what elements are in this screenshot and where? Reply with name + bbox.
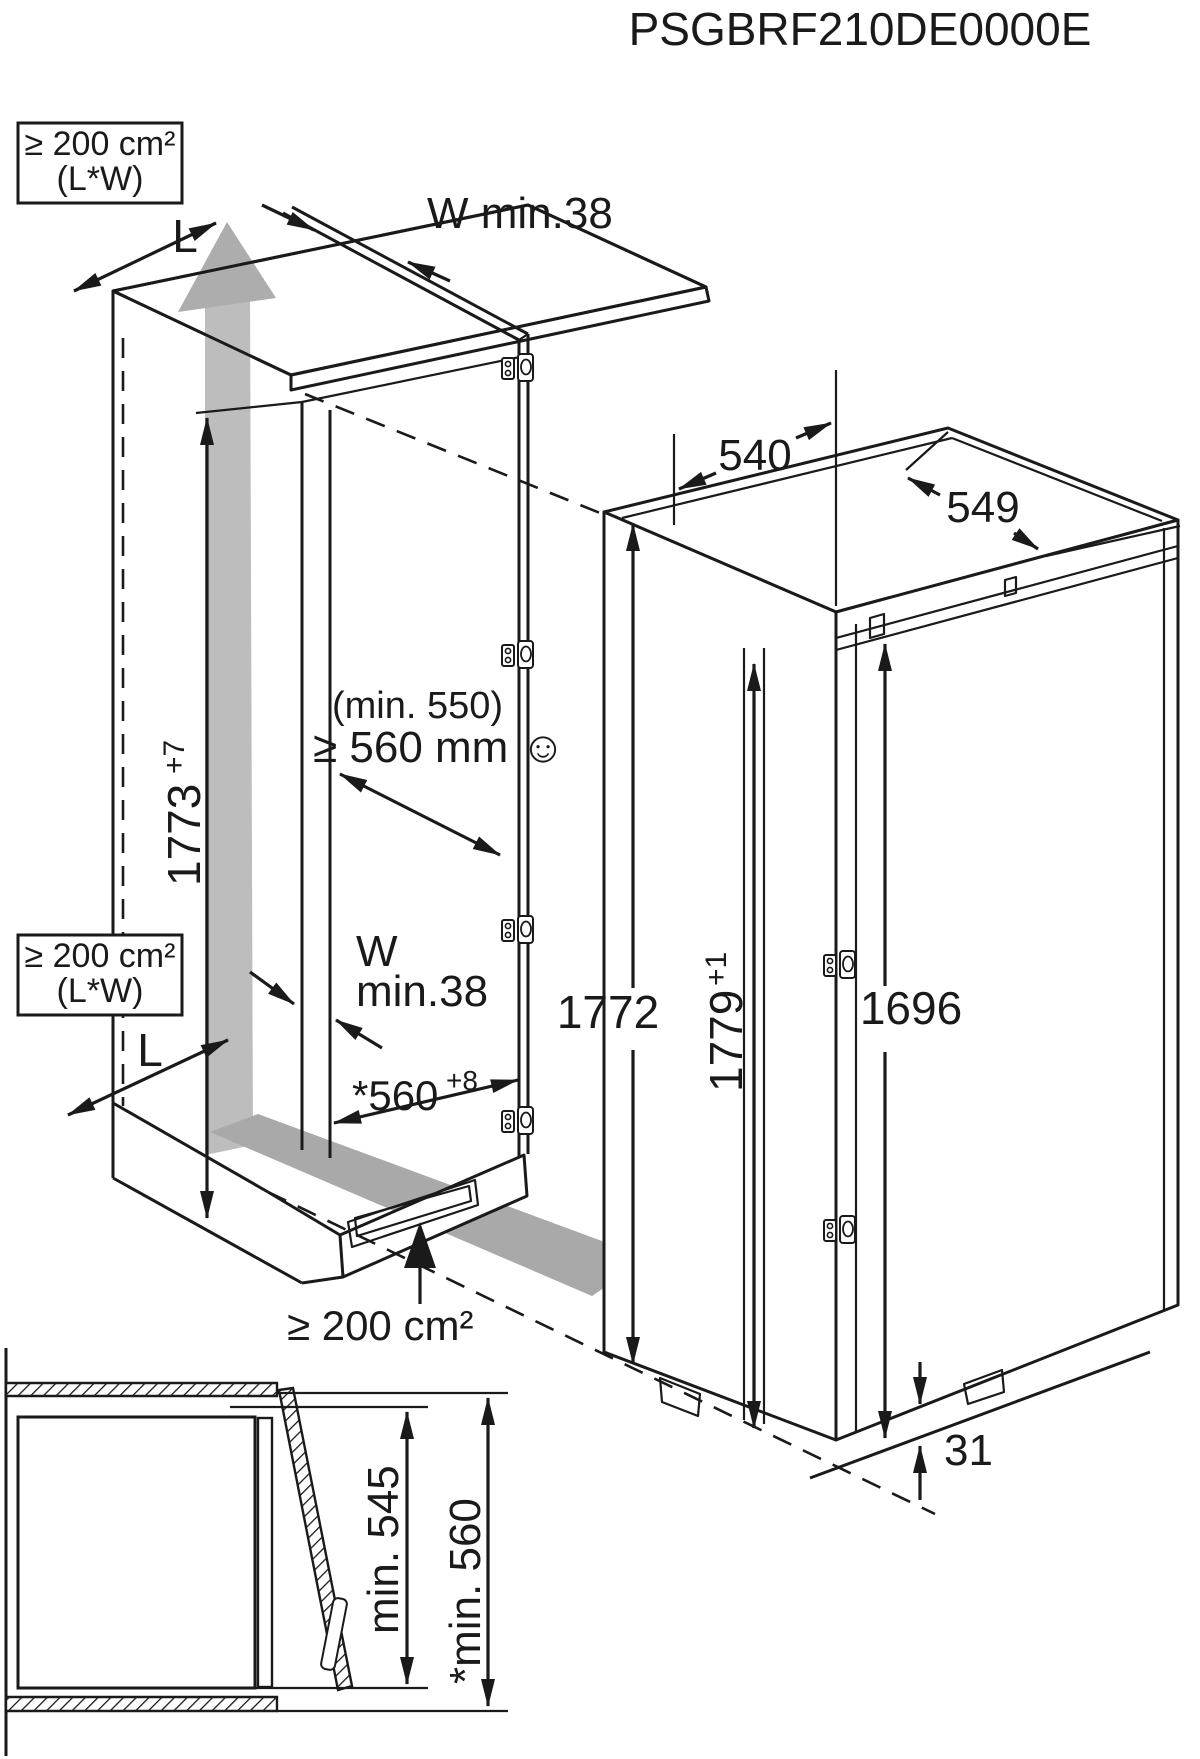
plan-outer-label: *min. 560 xyxy=(441,1498,490,1684)
depth-540-label: 540 xyxy=(718,431,791,480)
dim-appliance-height: 1779 +1 xyxy=(700,663,761,1429)
plan-wall-bottom xyxy=(4,1695,279,1713)
hinge-icon xyxy=(823,1215,856,1244)
wall-thickness-mid-w: W xyxy=(356,927,398,976)
wall-thickness-top-label: W min.38 xyxy=(427,189,613,238)
dim-inner-height-1772: 1772 xyxy=(557,523,659,1365)
dim-door-height-1696: 1696 xyxy=(860,643,962,1439)
niche-view xyxy=(111,203,711,1285)
length-mid-label: L xyxy=(137,1024,163,1076)
vent-area-box-top: ≥ 200 cm² (L*W) xyxy=(16,121,184,205)
length-top-label: L xyxy=(172,210,198,262)
dim-niche-depth: (min. 550) ≥ 560 mm ☺ xyxy=(313,685,565,857)
hinge-icon xyxy=(501,640,534,669)
vent-area-mid-line1: ≥ 200 cm² xyxy=(25,937,176,975)
dim-depth-540: 540 xyxy=(672,370,838,606)
plinth-gap-label: 31 xyxy=(944,1426,993,1475)
dim-length-mid: L xyxy=(67,1024,229,1117)
bottom-vent-label: ≥ 200 cm² xyxy=(287,1302,473,1349)
vent-area-box-mid: ≥ 200 cm² (L*W) xyxy=(16,933,184,1017)
dim-niche-height: 1773 +7 xyxy=(158,417,214,1219)
plan-cabinet-interior xyxy=(16,1415,257,1690)
plan-view: min. 545 *min. 560 xyxy=(4,1348,508,1756)
wall-thickness-mid-min38: min.38 xyxy=(356,967,488,1016)
appliance-view xyxy=(602,426,1180,1480)
dim-plan-outer: *min. 560 xyxy=(441,1397,495,1707)
depth-549-label: 549 xyxy=(946,483,1019,532)
hinge-icon xyxy=(823,950,856,979)
dim-plan-inner: min. 545 xyxy=(359,1411,414,1685)
niche-depth-min: ≥ 560 mm ☺ xyxy=(313,723,565,772)
dim-length-top: L xyxy=(73,210,217,293)
niche-plinth xyxy=(338,1153,529,1279)
dim-wall-thickness-top: W min.38 xyxy=(261,189,613,283)
dim-depth-549: 549 xyxy=(905,431,1181,558)
vent-area-top-line1: ≥ 200 cm² xyxy=(25,125,176,163)
inner-height-label: 1772 xyxy=(557,986,659,1038)
model-number: PSGBRF210DE0000E xyxy=(629,3,1092,55)
plan-door-handle xyxy=(320,1597,348,1671)
vent-area-top-line2: (L*W) xyxy=(57,160,144,198)
hinge-icon xyxy=(501,1106,534,1135)
alignment-guides xyxy=(267,392,936,1516)
vent-area-mid-line2: (L*W) xyxy=(57,972,144,1010)
dim-niche-width: *560 +8 xyxy=(333,1065,519,1125)
appliance-height-tol: +1 xyxy=(700,952,733,986)
appliance-height-value: 1779 xyxy=(700,990,752,1092)
niche-height-value: 1773 xyxy=(158,784,210,886)
plan-fridge-door xyxy=(256,1416,274,1689)
dim-plinth-gap-31: 31 xyxy=(913,1362,993,1500)
dim-bottom-vent: ≥ 200 cm² xyxy=(287,1222,473,1349)
niche-height-tol: +7 xyxy=(158,740,191,774)
door-height-label: 1696 xyxy=(860,982,962,1034)
niche-depth-note: (min. 550) xyxy=(332,685,503,727)
hinge-icon xyxy=(501,915,534,944)
hinge-icon xyxy=(501,353,534,382)
plan-wall-top xyxy=(4,1381,279,1398)
plan-inner-label: min. 545 xyxy=(359,1465,408,1634)
niche-width-value: *560 xyxy=(352,1072,438,1119)
dim-wall-thickness-mid: W min.38 xyxy=(249,927,488,1050)
plan-open-door xyxy=(277,1386,354,1692)
